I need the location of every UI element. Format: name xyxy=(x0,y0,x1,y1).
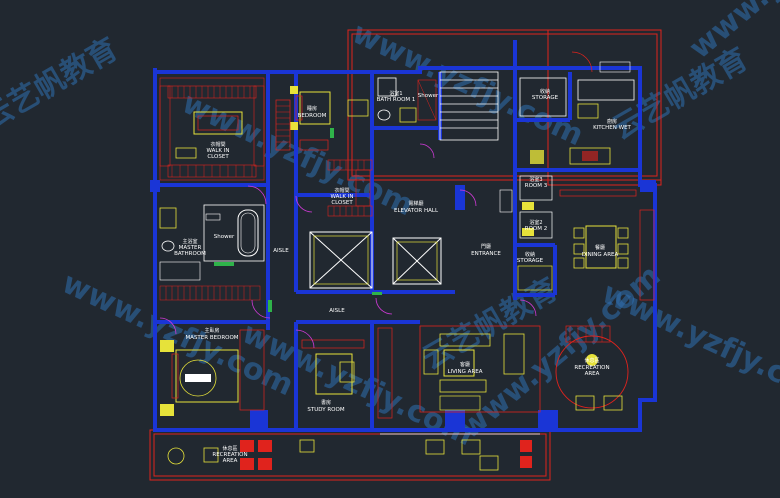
label-entrance-en: ENTRANCE xyxy=(471,251,501,257)
label-kitchen-en: KITCHEN WET xyxy=(593,125,631,131)
master-bath-fixtures xyxy=(159,204,265,281)
label-recreation-bottom-en1: RECREATION xyxy=(212,452,247,458)
closet-mid-shelves xyxy=(327,159,373,217)
label-closet-left-en2: CLOSET xyxy=(207,154,229,160)
label-bedroom-cn: 睡房 xyxy=(307,105,317,112)
label-living-en: LIVING AREA xyxy=(447,369,482,375)
elevator-shaft-fill xyxy=(313,235,438,285)
label-recreation-right-cn: 休息區 xyxy=(584,357,599,364)
elevator-shafts xyxy=(309,231,442,289)
balcony-outlines xyxy=(149,29,662,481)
entrance-fixtures xyxy=(499,175,553,291)
label-room3-en: ROOM 3 xyxy=(525,183,548,189)
label-elevator-en: ELEVATOR HALL xyxy=(394,208,439,214)
label-master-bed-cn: 主臥房 xyxy=(204,327,219,334)
label-shower-master: Shower xyxy=(214,234,235,240)
study-furniture xyxy=(301,327,393,419)
door-swings xyxy=(159,143,537,349)
label-bath1-cn: 浴室1 xyxy=(389,90,402,97)
label-study-en: STUDY ROOM xyxy=(307,407,344,413)
bath-1-fixtures xyxy=(377,77,437,123)
label-room2-cn: 浴室2 xyxy=(529,219,542,226)
label-bath1-en: BATH ROOM 1 xyxy=(377,97,416,103)
recreation-right-furniture xyxy=(555,325,629,411)
label-dining-en: DINING AREA xyxy=(582,252,619,258)
label-closet-left-cn: 衣帽間 xyxy=(210,141,225,148)
label-storage-mid-en: STORAGE xyxy=(517,258,544,264)
label-elevator-cn: 電梯廳 xyxy=(408,200,423,207)
label-master-bed-en: MASTER BEDROOM xyxy=(185,335,238,341)
label-entrance-cn: 門廳 xyxy=(481,243,491,250)
label-dining-cn: 餐廳 xyxy=(595,244,605,251)
green-accents xyxy=(268,128,382,312)
watermark-layer: 云艺帆教育 云艺帆教育 云艺帆教育 www.yzfjy.com www.yzfj… xyxy=(0,0,780,453)
kitchen-fixtures xyxy=(519,51,635,165)
label-closet-mid-cn: 衣帽間 xyxy=(334,187,349,194)
wall-columns xyxy=(150,180,656,430)
label-closet-left-en1: WALK IN xyxy=(206,148,229,154)
watermark-brand-right: 云艺帆教育 xyxy=(607,42,754,147)
label-living-cn: 客廳 xyxy=(460,361,470,368)
watermark-brand-left: 云艺帆教育 xyxy=(0,32,124,137)
living-furniture xyxy=(419,325,541,413)
master-bath-hatch xyxy=(159,285,261,301)
dining-furniture xyxy=(559,189,655,301)
label-recreation-bottom-cn: 休息區 xyxy=(222,445,237,452)
closet-left-hatch xyxy=(171,86,253,177)
bedroom-wardrobe xyxy=(276,105,290,143)
label-recreation-bottom-en2: AREA xyxy=(223,458,238,464)
room-labels: 衣帽間 WALK IN CLOSET 睡房 BEDROOM 浴室1 BATH R… xyxy=(174,88,631,464)
label-study-cn: 書房 xyxy=(321,399,331,406)
label-master-bath-en2: BATHROOM xyxy=(174,251,206,257)
watermark-domain-6: www.yzfjy.com xyxy=(597,276,780,414)
closet-mid-hatch xyxy=(333,160,365,216)
label-aisle-center: AISLE xyxy=(329,308,345,314)
label-kitchen-cn: 廚房 xyxy=(607,118,617,125)
label-closet-mid-en2: CLOSET xyxy=(331,200,353,206)
master-bedroom-furniture xyxy=(160,329,265,416)
label-storage-top-en: STORAGE xyxy=(532,95,559,101)
label-room3-cn: 浴室3 xyxy=(529,176,542,183)
label-closet-mid-en1: WALK IN xyxy=(330,194,353,200)
label-recreation-right-en1: RECREATION xyxy=(574,365,609,371)
label-storage-top-cn: 收納 xyxy=(540,88,550,95)
stairs xyxy=(439,71,499,141)
label-recreation-right-en2: AREA xyxy=(585,371,600,377)
watermark-domain-2: www.yzfjy.com xyxy=(347,16,589,154)
label-master-bath-en1: MASTER xyxy=(179,245,202,251)
label-bedroom-en: BEDROOM xyxy=(298,113,327,119)
label-aisle-left: AISLE xyxy=(273,248,289,254)
balcony-furniture xyxy=(167,433,540,471)
closet-left-island xyxy=(175,111,243,159)
label-shower-top: Shower xyxy=(418,93,439,99)
label-master-bath-cn: 主浴室 xyxy=(182,238,197,245)
label-room2-en: ROOM 2 xyxy=(525,226,547,232)
label-storage-mid-cn: 收納 xyxy=(525,251,535,258)
bedroom-furniture xyxy=(275,86,369,151)
